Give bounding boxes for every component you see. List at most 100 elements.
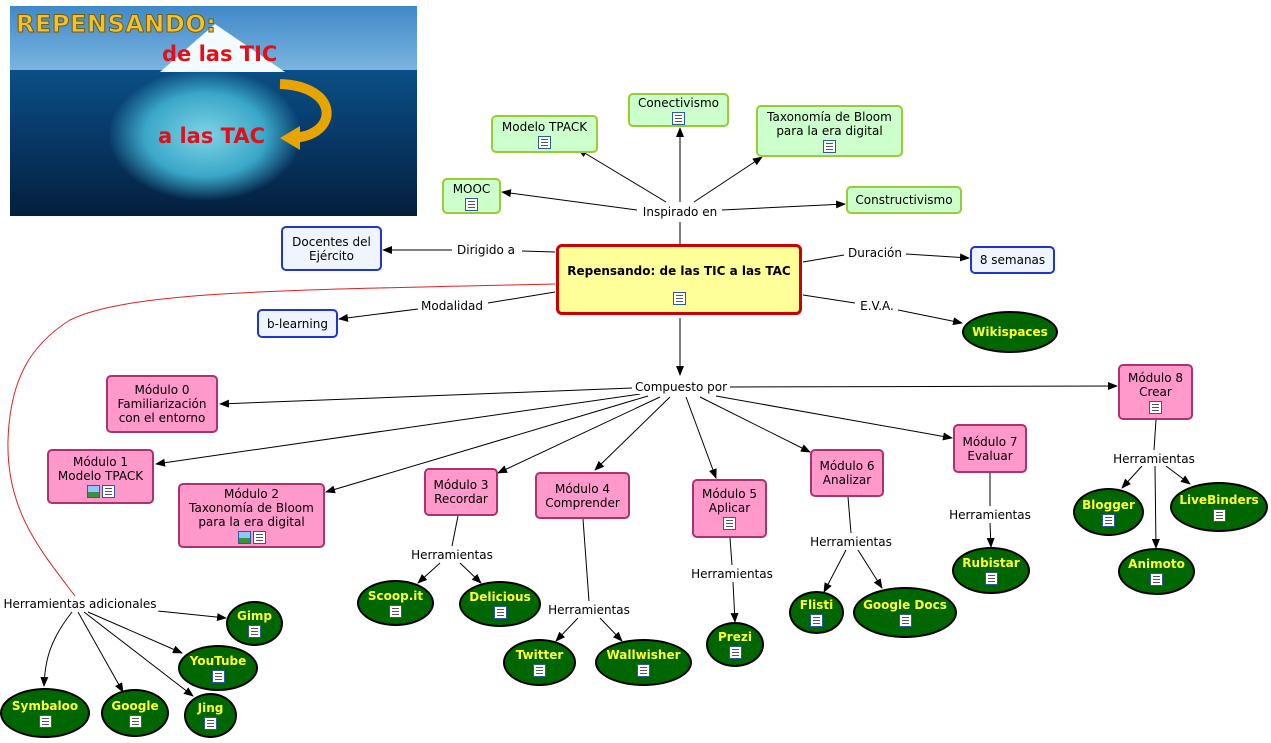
document-icon[interactable]: [38, 714, 52, 728]
document-icon[interactable]: [672, 111, 685, 125]
link-label-inspirado: Inspirado en: [640, 205, 720, 219]
node-modulo-8[interactable]: Módulo 8 Crear: [1118, 364, 1193, 420]
document-icon[interactable]: [493, 605, 507, 619]
node-modulo-5[interactable]: Módulo 5 Aplicar: [692, 479, 767, 538]
node-conectivismo[interactable]: Conectivismo: [628, 93, 729, 127]
node-google[interactable]: Google: [101, 689, 169, 737]
document-icon[interactable]: [101, 485, 115, 498]
document-icon[interactable]: [1102, 513, 1115, 527]
node-label: Módulo 2 Taxonomía de Bloom para la era …: [189, 487, 314, 529]
node-rubistar[interactable]: Rubistar: [952, 547, 1030, 594]
link-label-duracion: Duración: [845, 246, 905, 260]
node-constructivismo[interactable]: Constructivismo: [846, 186, 962, 214]
document-icon[interactable]: [252, 531, 266, 544]
document-icon[interactable]: [1150, 573, 1163, 586]
node-prezi[interactable]: Prezi: [706, 622, 764, 667]
document-icon[interactable]: [672, 292, 686, 305]
node-label: Repensando: de las TIC a las TAC: [567, 264, 791, 278]
node-label: Google Docs: [863, 598, 947, 612]
node-modulo-7[interactable]: Módulo 7 Evaluar: [953, 424, 1027, 473]
link-label-herramientas-7: Herramientas: [947, 508, 1033, 522]
node-wikispaces[interactable]: Wikispaces: [962, 311, 1058, 353]
document-icon[interactable]: [984, 572, 998, 585]
node-label: Módulo 8 Crear: [1127, 370, 1184, 399]
node-modulo-3[interactable]: Módulo 3 Recordar: [424, 468, 498, 516]
node-label: Scoop.it: [367, 588, 424, 603]
document-icon[interactable]: [389, 604, 402, 618]
document-icon[interactable]: [538, 135, 551, 149]
node-label: 8 semanas: [979, 253, 1046, 267]
node-label: Módulo 6 Analizar: [819, 459, 875, 487]
node-label: MOOC: [452, 181, 491, 196]
node-label: Constructivismo: [855, 193, 953, 207]
link-label-herramientas-8: Herramientas: [1111, 452, 1197, 466]
node-modulo-4[interactable]: Módulo 4 Comprender: [535, 472, 630, 519]
link-label-herramientas-5: Herramientas: [689, 567, 775, 581]
node-taxonomia-bloom[interactable]: Taxonomía de Bloom para la era digital: [756, 105, 903, 157]
document-icon[interactable]: [723, 517, 736, 530]
image-icon[interactable]: [237, 531, 251, 544]
node-label: Wikispaces: [972, 325, 1048, 339]
node-modulo-0[interactable]: Módulo 0 Familiarización con el entorno: [106, 375, 218, 433]
document-icon[interactable]: [204, 717, 217, 730]
link-label-herramientas-adicionales: Herramientas adicionales: [1, 597, 159, 611]
node-modulo-6[interactable]: Módulo 6 Analizar: [810, 449, 884, 497]
node-google-docs[interactable]: Google Docs: [853, 587, 957, 638]
curved-arrow-icon: [279, 79, 332, 150]
node-twitter[interactable]: Twitter: [503, 639, 576, 686]
node-blogger[interactable]: Blogger: [1073, 488, 1144, 536]
node-gimp[interactable]: Gimp: [226, 601, 283, 646]
node-label: LiveBinders: [1179, 492, 1259, 507]
node-symbaloo[interactable]: Symbaloo: [0, 688, 90, 738]
node-label: Taxonomía de Bloom para la era digital: [767, 109, 892, 138]
node-delicious[interactable]: Delicious: [459, 581, 541, 627]
document-icon[interactable]: [533, 664, 546, 677]
image-icon[interactable]: [86, 485, 100, 498]
document-icon[interactable]: [898, 614, 912, 627]
node-b-learning[interactable]: b-learning: [257, 309, 338, 338]
node-docentes-ejercito[interactable]: Docentes del Ejército: [281, 226, 382, 271]
node-label: Symbaloo: [11, 698, 79, 713]
node-label: Módulo 5 Aplicar: [701, 487, 758, 515]
link-label-compuesto: Compuesto por: [632, 380, 730, 394]
document-icon[interactable]: [823, 139, 836, 153]
node-label: Jing: [197, 701, 224, 715]
node-livebinders[interactable]: LiveBinders: [1170, 482, 1268, 532]
node-scoopit[interactable]: Scoop.it: [357, 580, 434, 626]
node-modelo-tpack[interactable]: Modelo TPACK: [491, 115, 598, 153]
document-icon[interactable]: [211, 669, 225, 683]
document-icon[interactable]: [465, 197, 478, 211]
node-label: Módulo 1 Modelo TPACK: [57, 455, 144, 483]
document-icon[interactable]: [1149, 400, 1162, 414]
node-jing[interactable]: Jing: [184, 693, 237, 738]
document-icon[interactable]: [810, 614, 823, 627]
node-animoto[interactable]: Animoto: [1118, 548, 1195, 595]
document-icon[interactable]: [248, 625, 261, 638]
banner-subtitle-1: de las TIC: [162, 42, 278, 66]
node-label: Rubistar: [962, 556, 1020, 570]
iceberg-underwater: [110, 70, 300, 200]
node-flisti[interactable]: Flisti: [789, 591, 844, 634]
document-icon[interactable]: [728, 646, 742, 659]
node-label: Flisti: [799, 598, 834, 612]
node-mooc[interactable]: MOOC: [442, 178, 501, 214]
link-label-herramientas-4: Herramientas: [546, 603, 632, 617]
node-wallwisher[interactable]: Wallwisher: [595, 639, 692, 686]
banner-image: REPENSANDO: de las TIC a las TAC: [10, 6, 417, 216]
node-8-semanas[interactable]: 8 semanas: [970, 246, 1055, 274]
node-label: YouTube: [189, 653, 247, 668]
node-label: Conectivismo: [637, 95, 720, 110]
node-label: Modelo TPACK: [501, 119, 588, 134]
document-icon[interactable]: [637, 664, 650, 677]
node-main-repensando[interactable]: Repensando: de las TIC a las TAC: [556, 244, 802, 315]
node-modulo-1[interactable]: Módulo 1 Modelo TPACK: [47, 449, 154, 504]
node-label: Blogger: [1082, 497, 1135, 512]
document-icon[interactable]: [1212, 508, 1226, 522]
node-youtube[interactable]: YouTube: [178, 645, 258, 691]
banner-title: REPENSANDO:: [15, 10, 217, 39]
banner-subtitle-2: a las TAC: [158, 124, 266, 148]
node-modulo-2[interactable]: Módulo 2 Taxonomía de Bloom para la era …: [178, 483, 325, 548]
node-label: Módulo 7 Evaluar: [962, 434, 1018, 463]
document-icon[interactable]: [128, 714, 142, 728]
